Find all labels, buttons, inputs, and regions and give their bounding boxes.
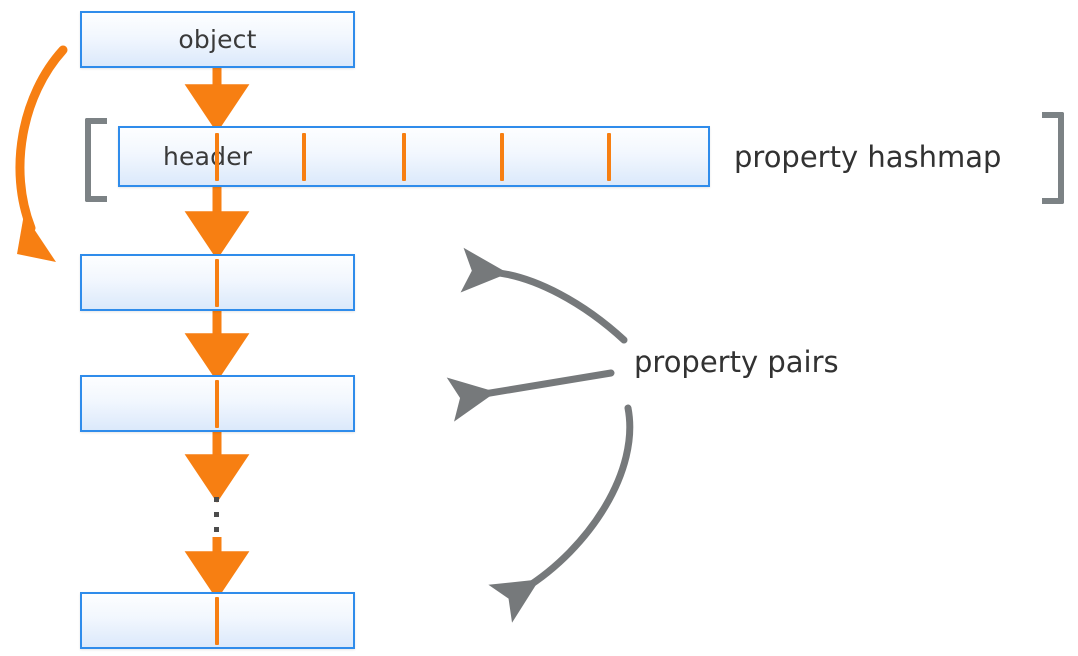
gray-arrow-pairs-middle — [446, 369, 615, 422]
chain-segment-pair-2 — [215, 380, 219, 428]
gray-arrow-pairs-upper — [460, 247, 628, 344]
hashmap-slot-tick-2 — [402, 133, 406, 181]
hashmap-bracket-left-icon — [85, 118, 107, 202]
hashmap-slot-tick-3 — [500, 133, 504, 181]
property-pairs-caption: property pairs — [634, 345, 839, 379]
chain-segment-header — [215, 133, 219, 181]
ellipsis-dot-1 — [214, 497, 219, 502]
gray-arrow-pairs-lower — [488, 404, 634, 623]
ellipsis-dot-2 — [214, 512, 219, 517]
property-hashmap-caption: property hashmap — [734, 140, 1002, 174]
property-hashmap-box[interactable]: header — [118, 126, 710, 187]
orange-curved-arrow-object-to-pair — [15, 45, 68, 262]
object-box-label: object — [178, 25, 257, 54]
header-label: header — [163, 142, 253, 171]
hashmap-slot-tick-1 — [302, 133, 306, 181]
ellipsis-dot-3 — [214, 527, 219, 532]
object-box[interactable]: object — [80, 11, 355, 68]
hashmap-bracket-right-icon — [1042, 112, 1064, 204]
chain-segment-pair-1 — [215, 259, 219, 307]
hashmap-slot-tick-4 — [607, 133, 611, 181]
chain-segment-pair-3 — [215, 597, 219, 645]
